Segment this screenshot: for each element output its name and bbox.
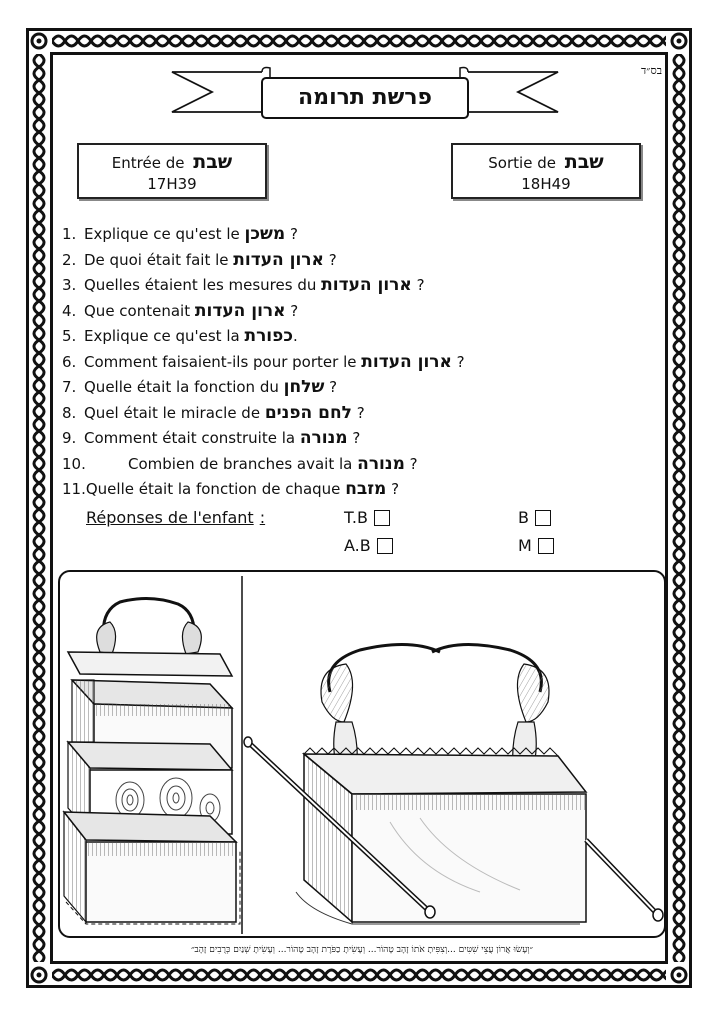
question-number: 6. [62, 352, 77, 371]
page-title: פרשת תרומה [298, 84, 432, 110]
ark-illustration-frame [58, 570, 666, 938]
question-text: Que contenait [84, 301, 195, 320]
question-end: ? [285, 301, 299, 320]
question-text: Comment faisaient-ils pour porter le [84, 352, 362, 371]
exploded-ark-diagram [62, 597, 241, 925]
entry-hebrew: שבת [193, 151, 233, 173]
question-item: 10. Combien de branches avait la מנורה ? [62, 452, 662, 478]
question-number: 1. [62, 225, 77, 243]
chain-border-right [669, 54, 689, 962]
question-end: . [292, 327, 298, 345]
question-text: Explique ce qu'est le [84, 225, 245, 243]
outer-border [26, 28, 692, 988]
question-item: 3. Quelles étaient les mesures du ארון הע… [62, 273, 662, 299]
question-item: 6. Comment faisaient-ils pour porter le א… [62, 350, 662, 376]
corner-ornament-icon [670, 32, 688, 50]
question-number: 4. [62, 301, 77, 320]
question-end: ? [411, 276, 425, 294]
assembled-ark-diagram [243, 643, 664, 925]
shabbat-exit-box: Sortie de שבת 18H49 [451, 143, 641, 199]
question-end: ? [404, 454, 418, 473]
question-number: 3. [62, 276, 77, 294]
grade-option-label: A.B [344, 536, 371, 555]
question-end: ? [351, 403, 365, 422]
grade-option-tb[interactable]: T.B [344, 508, 390, 527]
ark-illustration [62, 576, 664, 934]
verse-caption: ״וְעָשׂוּ אֲרוֹן עֲצֵי שִׁטִּים ...וְצִפ… [190, 945, 534, 955]
chain-border-left [29, 54, 49, 962]
question-list: 1. Explique ce qu'est le משכן ? 2. De quoi… [62, 222, 662, 503]
question-hebrew: לחם הפנים [264, 402, 352, 423]
checkbox-m[interactable] [537, 537, 554, 554]
question-item: 4. Que contenait ארון העדות ? [62, 299, 662, 325]
question-number: 2. [62, 250, 77, 269]
question-end: ? [451, 352, 465, 371]
question-number: 7. [62, 378, 77, 396]
question-hebrew: ארון העדות [361, 351, 452, 372]
entry-label: Entrée de [111, 154, 185, 172]
question-hebrew: ארון העדות [321, 275, 412, 295]
question-text: Quel était le miracle de [84, 403, 265, 422]
question-number: 5. [62, 327, 77, 345]
exit-label: Sortie de [488, 154, 556, 172]
question-end: ? [347, 429, 361, 447]
question-hebrew: שלחן [283, 377, 325, 397]
question-item: 7. Quelle était la fonction du שלחן ? [62, 375, 662, 401]
grade-option-label: T.B [344, 508, 368, 527]
question-number: 9. [62, 429, 77, 447]
exit-time: 18H49 [521, 175, 571, 193]
question-hebrew: מנורה [299, 428, 348, 448]
corner-ornament-icon [670, 966, 688, 984]
question-hebrew: ארון העדות [194, 300, 286, 321]
question-item: 9. Comment était construite la מנורה ? [62, 426, 662, 452]
question-text: Quelle était la fonction du [84, 378, 284, 396]
chain-border-bottom [52, 965, 666, 985]
question-end: ? [323, 250, 337, 269]
grade-option-ab[interactable]: A.B [344, 536, 393, 555]
shabbat-entry-box: Entrée de שבת 17H39 [77, 143, 267, 199]
answers-label-text: Réponses de l'enfant [86, 508, 254, 527]
grade-option-label: M [518, 536, 532, 555]
question-hebrew: מנורה [357, 453, 405, 474]
question-hebrew: כפורת [244, 326, 293, 346]
checkbox-tb[interactable] [373, 509, 390, 526]
inner-border [50, 52, 668, 964]
exit-hebrew: שבת [564, 151, 604, 173]
grade-option-b[interactable]: B [518, 508, 551, 527]
question-hebrew: ארון העדות [233, 249, 324, 270]
entry-time: 17H39 [147, 175, 197, 193]
corner-ornament-icon [30, 966, 48, 984]
question-item: 2. De quoi était fait le ארון העדות ? [62, 248, 662, 274]
corner-ornament-icon [30, 32, 48, 50]
question-item: 5. Explique ce qu'est la כפורת. [62, 324, 662, 350]
question-end: ? [386, 480, 400, 498]
question-hebrew: מזבח [345, 479, 387, 499]
answers-colon: : [259, 508, 266, 527]
grade-option-m[interactable]: M [518, 536, 554, 555]
question-item: 1. Explique ce qu'est le משכן ? [62, 222, 662, 248]
question-item: 8. Quel était le miracle de לחם הפנים ? [62, 401, 662, 427]
question-hebrew: משכן [244, 224, 286, 244]
question-text: De quoi était fait le [84, 250, 234, 269]
checkbox-b[interactable] [534, 509, 551, 526]
question-number: 11. [62, 480, 86, 498]
question-text: Comment était construite la [84, 429, 300, 447]
question-text: Explique ce qu'est la [84, 327, 245, 345]
question-item: 11.Quelle était la fonction de chaque מז… [62, 477, 662, 503]
question-number: 8. [62, 403, 77, 422]
question-text: Quelles étaient les mesures du [84, 276, 322, 294]
question-text: Quelle était la fonction de chaque [85, 480, 346, 498]
checkbox-ab[interactable] [376, 537, 393, 554]
question-end: ? [324, 378, 338, 396]
ribbon-banner [171, 66, 559, 119]
question-text: Combien de branches avait la [128, 454, 358, 473]
question-number: 10. [62, 454, 86, 473]
answers-label: Réponses de l'enfant: [86, 508, 265, 527]
grade-option-label: B [518, 508, 529, 527]
bsd-mark: בס״ד [640, 64, 662, 77]
chain-border-top [52, 31, 666, 51]
question-end: ? [285, 225, 298, 243]
